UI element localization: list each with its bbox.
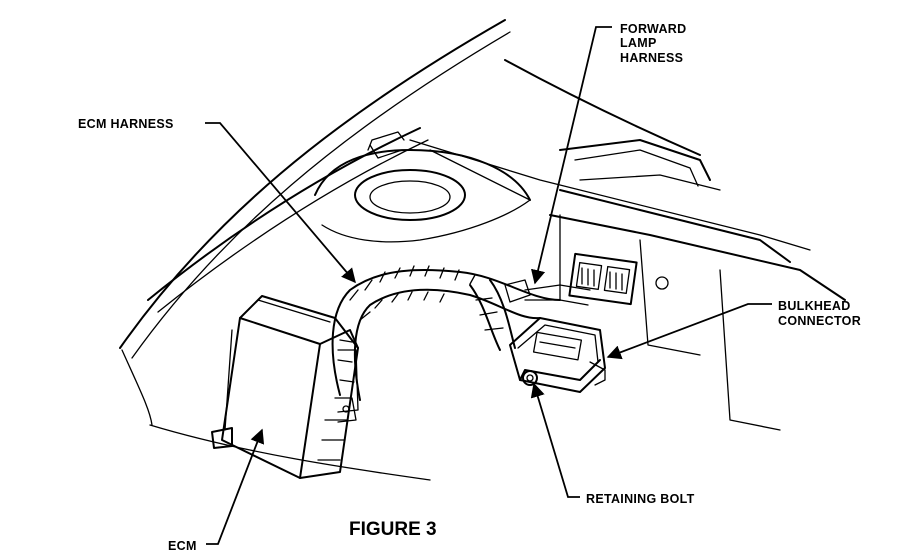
- callout-leaders: [205, 26, 772, 545]
- retaining-bolt-part: [522, 370, 538, 386]
- figure-caption: FIGURE 3: [349, 519, 437, 540]
- leader-forward-lamp-harness: [531, 26, 612, 285]
- bulkhead-connector-part: [509, 317, 606, 393]
- cowl-panel: [409, 59, 846, 431]
- fender-outline: [119, 19, 511, 481]
- ecm-harness-bundle: [331, 265, 591, 401]
- leader-ecm: [206, 428, 265, 545]
- strut-tower: [314, 131, 531, 243]
- ecm-module: [211, 295, 359, 479]
- callout-labels: FORWARD LAMP HARNESS ECM HARNESS BULKHEA…: [78, 22, 861, 553]
- leader-bulkhead-connector: [606, 303, 772, 360]
- label-retaining-bolt: RETAINING BOLT: [586, 492, 695, 506]
- leader-retaining-bolt: [530, 382, 580, 498]
- leader-ecm-harness: [205, 122, 356, 284]
- bulkhead-socket: [568, 252, 638, 306]
- label-ecm: ECM: [168, 539, 197, 553]
- label-ecm-harness: ECM HARNESS: [78, 117, 174, 131]
- label-bulkhead-connector: BULKHEAD CONNECTOR: [778, 299, 861, 328]
- label-forward-lamp-harness: FORWARD LAMP HARNESS: [620, 22, 690, 65]
